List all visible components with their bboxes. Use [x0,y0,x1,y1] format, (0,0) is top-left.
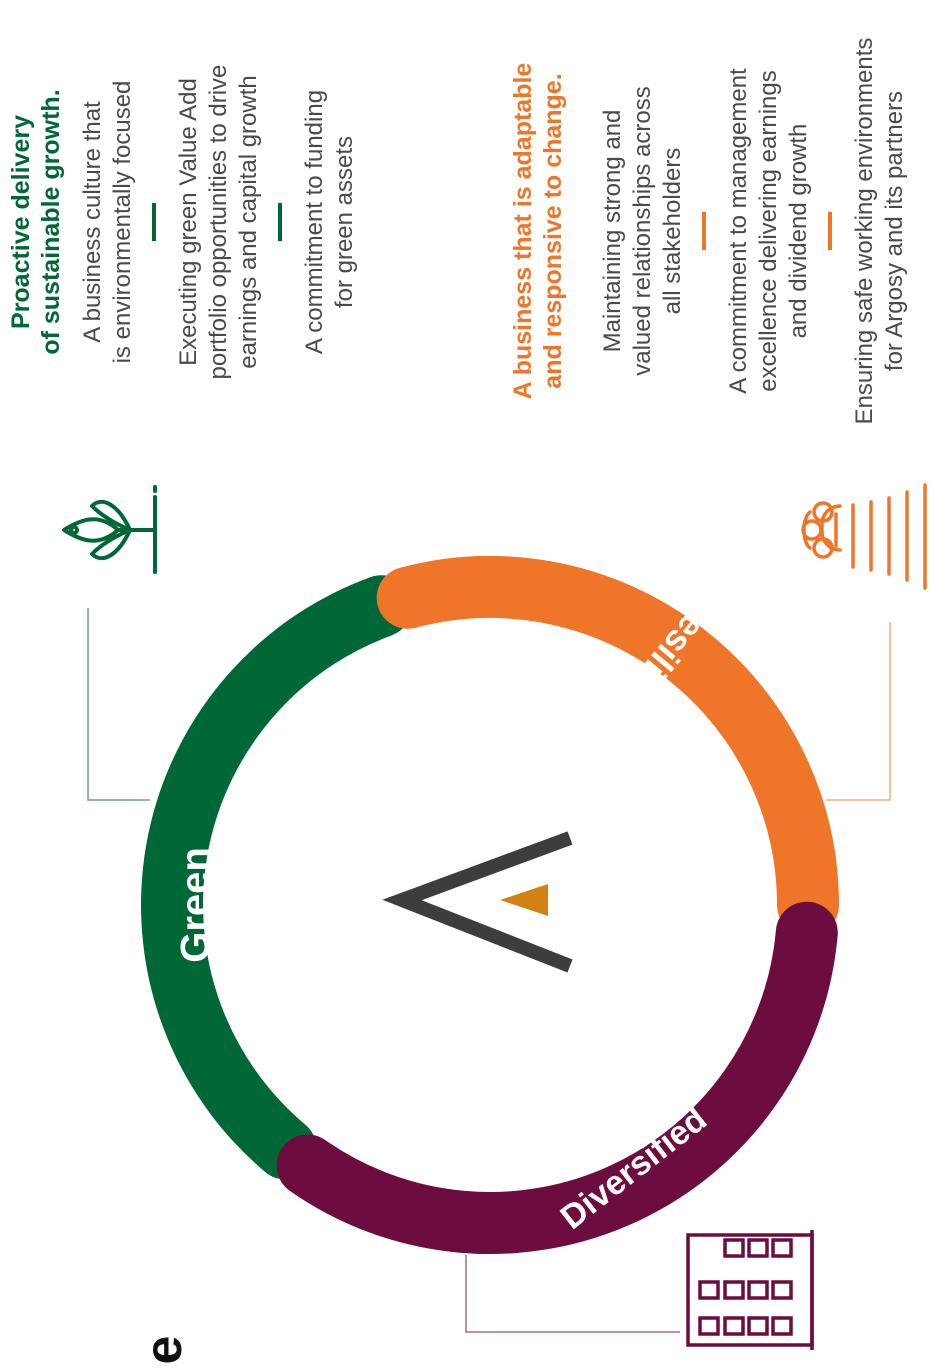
green-text-panel: Proactive delivery of sustainable growth… [6,2,406,442]
resilient-item: Ensuring safe working environments for A… [850,38,910,425]
ring-label-green: Green [174,847,218,963]
green-item: A business culture that is environmental… [78,81,138,364]
green-item-line: A business culture that [79,101,106,343]
green-item-line: for green assets [331,135,358,309]
green-item-line: earnings and capital growth [235,75,262,369]
resilient-heading: A business that is adaptable and respons… [508,63,568,400]
resilient-heading-line: A business that is adaptable [509,62,537,400]
resilient-item-line: Maintaining strong and [599,109,626,353]
resilient-item-line: for Argosy and its partners [881,90,908,372]
resilient-item: Maintaining strong and valued relationsh… [598,86,688,376]
resilient-item-line: Ensuring safe working environments [851,37,878,425]
green-item: A commitment to funding for green assets [300,90,360,354]
resilient-separator [702,212,706,250]
building-icon [686,1230,814,1350]
resilient-item-line: A commitment to management [725,68,752,394]
green-separator [278,203,282,241]
green-heading-line: of sustainable growth. [37,89,65,355]
people-icon [801,483,927,590]
resilient-connector-line [826,622,891,801]
green-separator [152,203,156,241]
green-item-line: Executing green Value Add [175,78,202,366]
resilient-item-line: valued relationships across [629,86,656,376]
ring-segment-resilient [376,555,839,936]
green-item-line: A commitment to funding [301,89,328,355]
resilient-item-line: excellence delivering earnings [755,70,782,392]
corner-glyph: e [135,1335,193,1365]
resilient-item-line: all stakeholders [659,147,686,315]
green-heading: Proactive delivery of sustainable growth… [6,89,66,354]
center-logo [382,831,573,973]
green-connector-line [87,608,150,801]
green-item-line: portfolio opportunities to drive [205,64,232,380]
green-heading-line: Proactive delivery [7,115,35,330]
resilient-separator [828,212,832,250]
resilient-text-panel: A business that is adaptable and respons… [508,2,938,460]
ring-segment-diversified [276,901,838,1255]
diversified-connector-line [465,1255,680,1333]
ring-segment-green [141,575,413,1180]
green-item: Executing green Value Add portfolio oppo… [174,65,264,380]
plant-icon [62,485,157,574]
green-item-line: is environmentally focused [109,80,136,364]
resilient-item: A commitment to management excellence de… [724,68,814,393]
resilient-heading-line: and responsive to change. [539,73,567,389]
resilient-item-line: and dividend growth [785,123,812,339]
